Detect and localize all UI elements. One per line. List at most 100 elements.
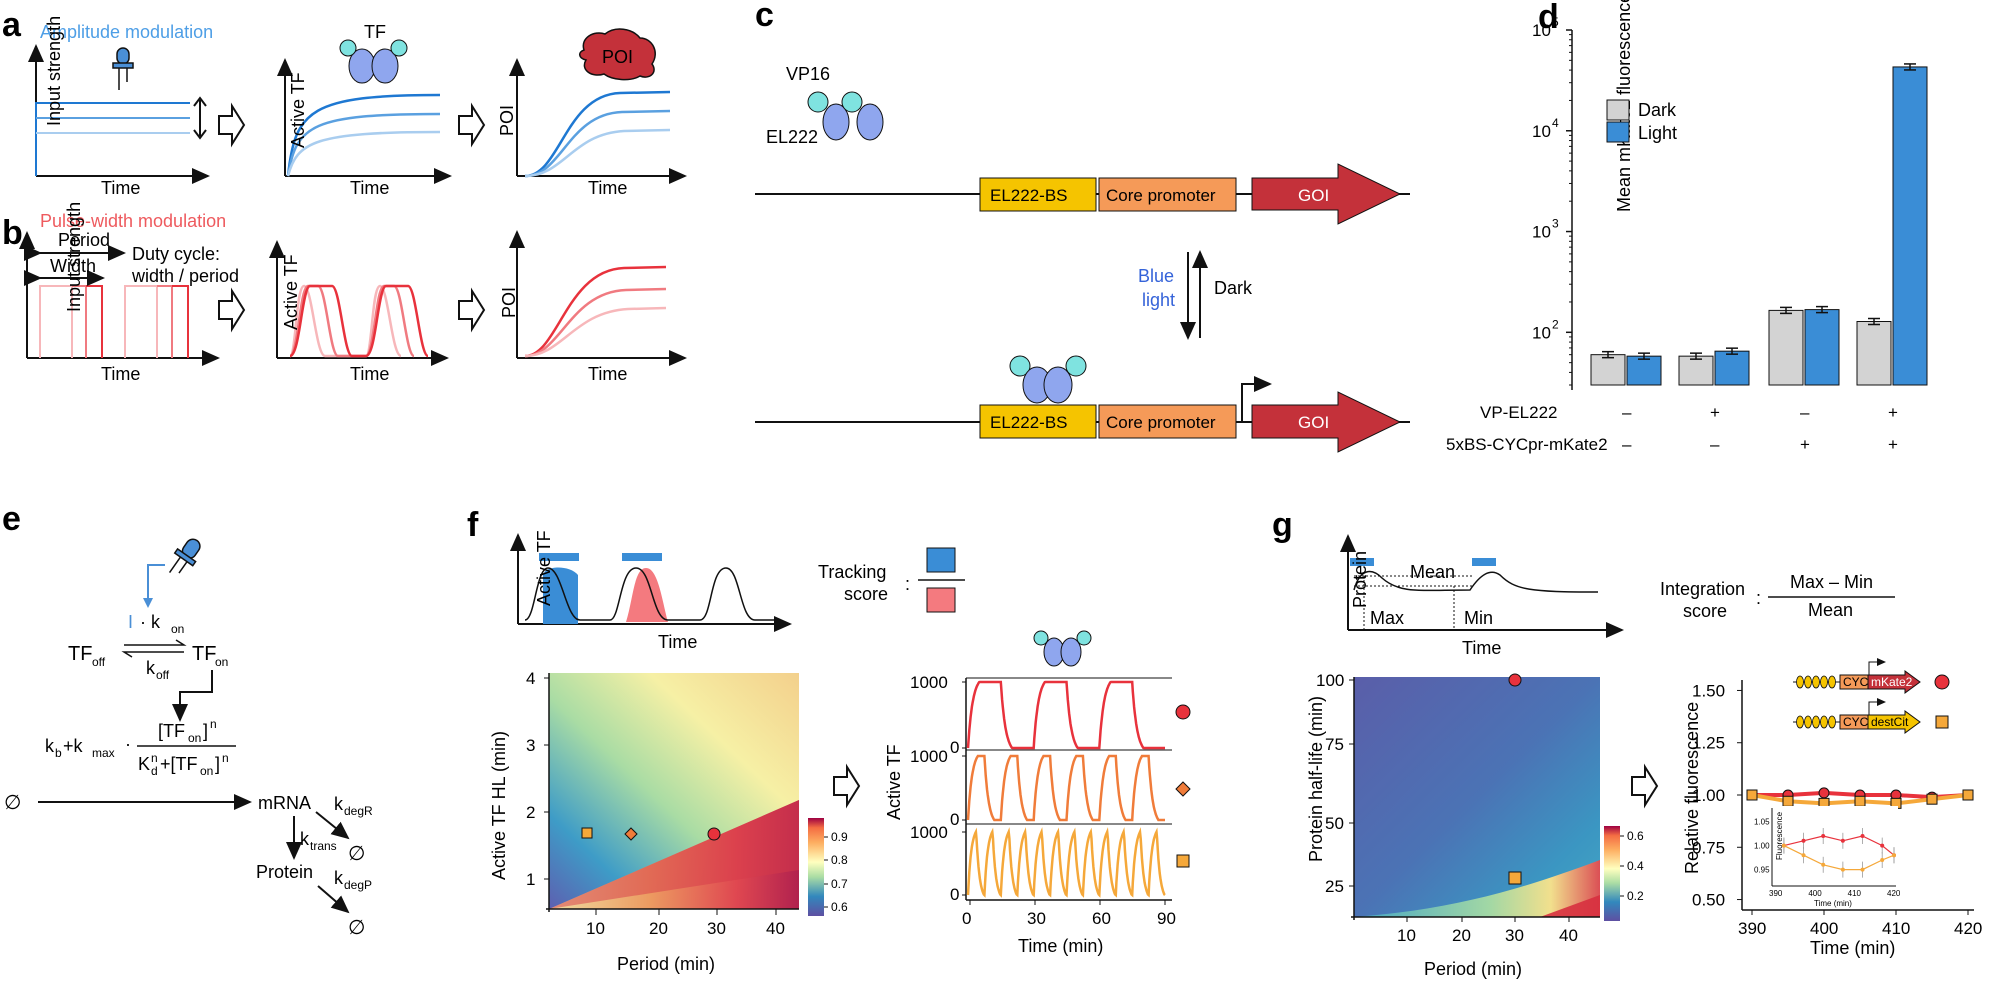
inset-y-tick: 0.95 [1754,866,1770,875]
poi-plot: POI Time [499,230,687,384]
inset-point [1892,853,1896,858]
square-marker [1508,871,1522,885]
numerator-exp: n [210,717,217,731]
tf-on-label: TF [192,643,216,665]
inset-y-tick: 1.00 [1754,842,1770,851]
panel-title: Amplitude modulation [40,22,213,42]
x-axis-label: Time [1462,638,1501,658]
x-axis-label: Time [101,364,140,384]
denominator: +[TF [160,754,198,774]
y-tick-label: 3 [526,736,535,755]
legend: Dark Light [1606,99,1677,143]
min-label: Min [1464,608,1493,628]
dark-label: Dark [1214,278,1253,298]
colon: : [1756,588,1761,608]
x-axis-label: Time (min) [1018,936,1103,956]
x-tick-label: 20 [1452,926,1471,945]
tf-dimer-icon [339,39,408,84]
bar [1678,355,1714,386]
fraction-numerator: Max – Min [1790,572,1873,592]
vp16-label: VP16 [786,64,830,84]
kb-subscript: b [55,746,62,760]
y-tick-label: 1.25 [1692,734,1725,753]
x-tick-label: 10 [586,919,605,938]
y-tick-label: 0.75 [1692,838,1725,857]
square-marker [1176,854,1190,868]
data-point [1854,795,1866,807]
y-axis-label: Active TF [534,530,554,606]
y-axis-label: Input strength [44,16,64,126]
panel-b: b Pulse-width modulation Period Width Du… [2,202,687,384]
kdegR: k [334,794,344,814]
duty-cycle-formula: width / period [131,266,239,286]
y-tick-label: 10 [1532,122,1551,141]
destcit-label: destCit [1871,715,1909,729]
inset-x-tick: 410 [1848,889,1862,898]
x-axis-label: Time [588,364,627,384]
y-tick-label: 50 [1325,814,1344,833]
y-axis-label: POI [497,105,517,136]
y-axis-label: Active TF HL (min) [489,731,509,880]
x-tick-label: 40 [766,919,785,938]
y-axis-label: Protein [1350,551,1370,608]
binding-site-label: EL222-BS [990,413,1068,432]
arrow-right-icon [218,102,246,148]
panel-label: c [755,0,774,34]
led-icon [112,47,134,90]
arrow-right-icon [833,763,861,809]
dna-construct-off: EL222-BS Core promoter GOI [755,163,1410,225]
ktrans-subscript: trans [310,839,337,853]
dna-construct-on: EL222-BS Core promoter GOI [755,376,1410,453]
width-label: Width [50,256,96,276]
inset-y-label: Fluorescence [1775,811,1784,860]
denominator-sub: on [200,764,213,778]
colorbar-tick-label: 0.9 [831,830,848,844]
goi-label: GOI [1298,186,1329,205]
blue-light-label: Blue [1138,266,1174,286]
max-label: Max [1370,608,1404,628]
arrow-right-icon [218,287,246,333]
duty-cycle-label: Duty cycle: [132,244,220,264]
condition-mark: – [1622,403,1632,422]
light-input-symbol: I [128,612,133,632]
colorbar-tick-label: 0.6 [1627,829,1644,843]
inset-point [1860,834,1865,838]
x-tick-label: 30 [1027,909,1046,928]
condition-mark: – [1800,403,1810,422]
data-point [1962,789,1974,801]
x-axis-label: Time [350,178,389,198]
kdegP-subscript: degP [344,878,372,892]
inset-point [1821,862,1826,867]
x-tick-label: 400 [1810,919,1838,938]
light-dark-switch: Blue light Dark [1138,250,1253,340]
x-axis-label: Time [350,364,389,384]
y-axis-label: POI [499,287,519,318]
binding-site-label: EL222-BS [990,186,1068,205]
kd-sub: d [151,764,158,778]
bars [1590,63,1928,386]
light-pulse [539,553,579,561]
light-pulse [622,553,662,561]
condition-mark: + [1710,403,1720,422]
core-promoter-label: Core promoter [1106,186,1216,205]
numerator-sub: on [188,731,201,745]
x-axis-label: Time [101,178,140,198]
diamond-marker [624,827,638,841]
colorbar-tick-label: 0.8 [831,853,848,867]
mkate2-label: mKate2 [1871,675,1913,689]
panel-label: e [2,500,21,538]
x-axis-label: Time (min) [1810,938,1895,958]
diamond-marker [1175,781,1191,797]
y-tick-label: 10 [1532,323,1551,342]
y-axis-label: Relative fluorescence [1682,702,1702,874]
colorbar-tick-label: 0.2 [1627,889,1644,903]
x-tick-label: 10 [1397,926,1416,945]
colorbar-tick-label: 0.6 [831,900,848,914]
numerator: [TF [158,721,185,741]
tracking-schematic: Active TF Time Tracking score : [510,530,965,652]
inset-point [1840,838,1845,843]
